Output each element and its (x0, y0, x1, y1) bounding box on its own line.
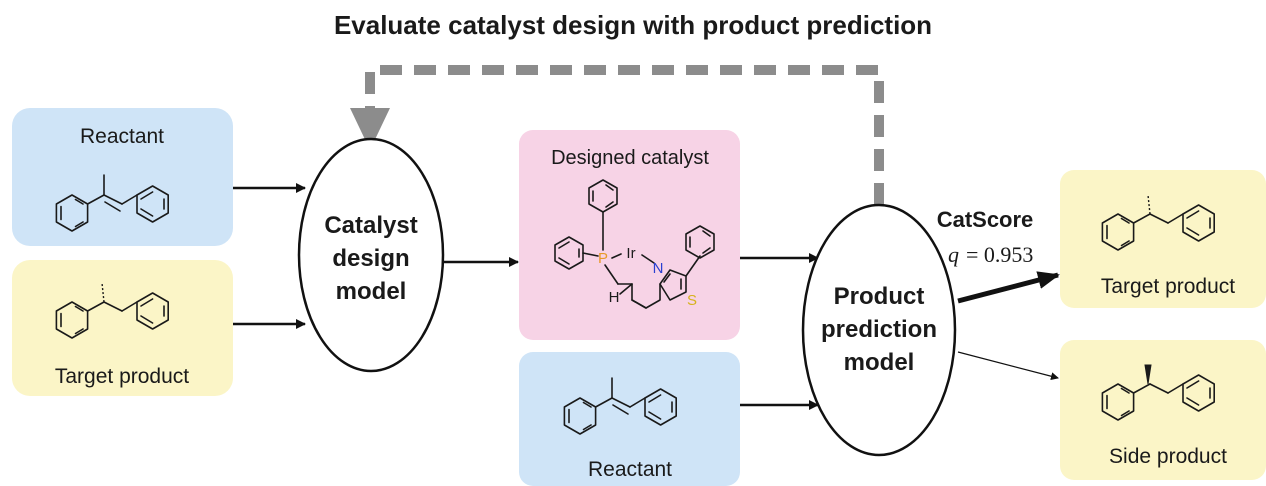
feedback-loop-arrow (350, 65, 884, 205)
catalyst-model-line2: design (332, 245, 409, 272)
prediction-model-line1: Product (834, 283, 925, 310)
target-product-output-box: Target product (1060, 170, 1266, 308)
catalyst-structure (554, 179, 715, 309)
target-product-output-label: Target product (1101, 275, 1235, 298)
reactant-label: Reactant (80, 125, 164, 148)
prediction-model-line2: prediction (821, 316, 937, 343)
catscore-label: CatScore (937, 207, 1034, 232)
catscore-symbol: q (948, 242, 959, 267)
designed-catalyst-label: Designed catalyst (551, 147, 709, 169)
atom-iridium: Ir (626, 245, 635, 262)
target-product-label: Target product (55, 365, 189, 388)
arrow-to-target-product (957, 271, 1060, 304)
atom-sulfur: S (687, 292, 697, 309)
catalyst-model-line1: Catalyst (324, 212, 417, 239)
target-product-input-box: Target product (12, 260, 233, 396)
side-product-output-box: Side product (1060, 340, 1266, 480)
catscore-value: = 0.953 (966, 242, 1033, 267)
catalyst-model-line3: model (336, 278, 407, 305)
catalyst-design-model: Catalyst design model (297, 137, 445, 373)
atom-hydrogen: H (609, 289, 620, 306)
reactant-input-box: Reactant (12, 108, 233, 246)
reactant-second-label: Reactant (588, 458, 672, 481)
side-product-label: Side product (1109, 445, 1227, 468)
prediction-model-line3: model (844, 349, 915, 376)
atom-nitrogen: N (653, 260, 664, 277)
reactant-second-box: Reactant (519, 352, 740, 486)
designed-catalyst-box: Designed catalyst (519, 130, 740, 340)
arrow-to-side-product (957, 351, 1059, 381)
product-prediction-model: Product prediction model (801, 203, 957, 457)
diagram-title: Evaluate catalyst design with product pr… (334, 10, 932, 40)
atom-phosphorus: P (598, 250, 608, 267)
